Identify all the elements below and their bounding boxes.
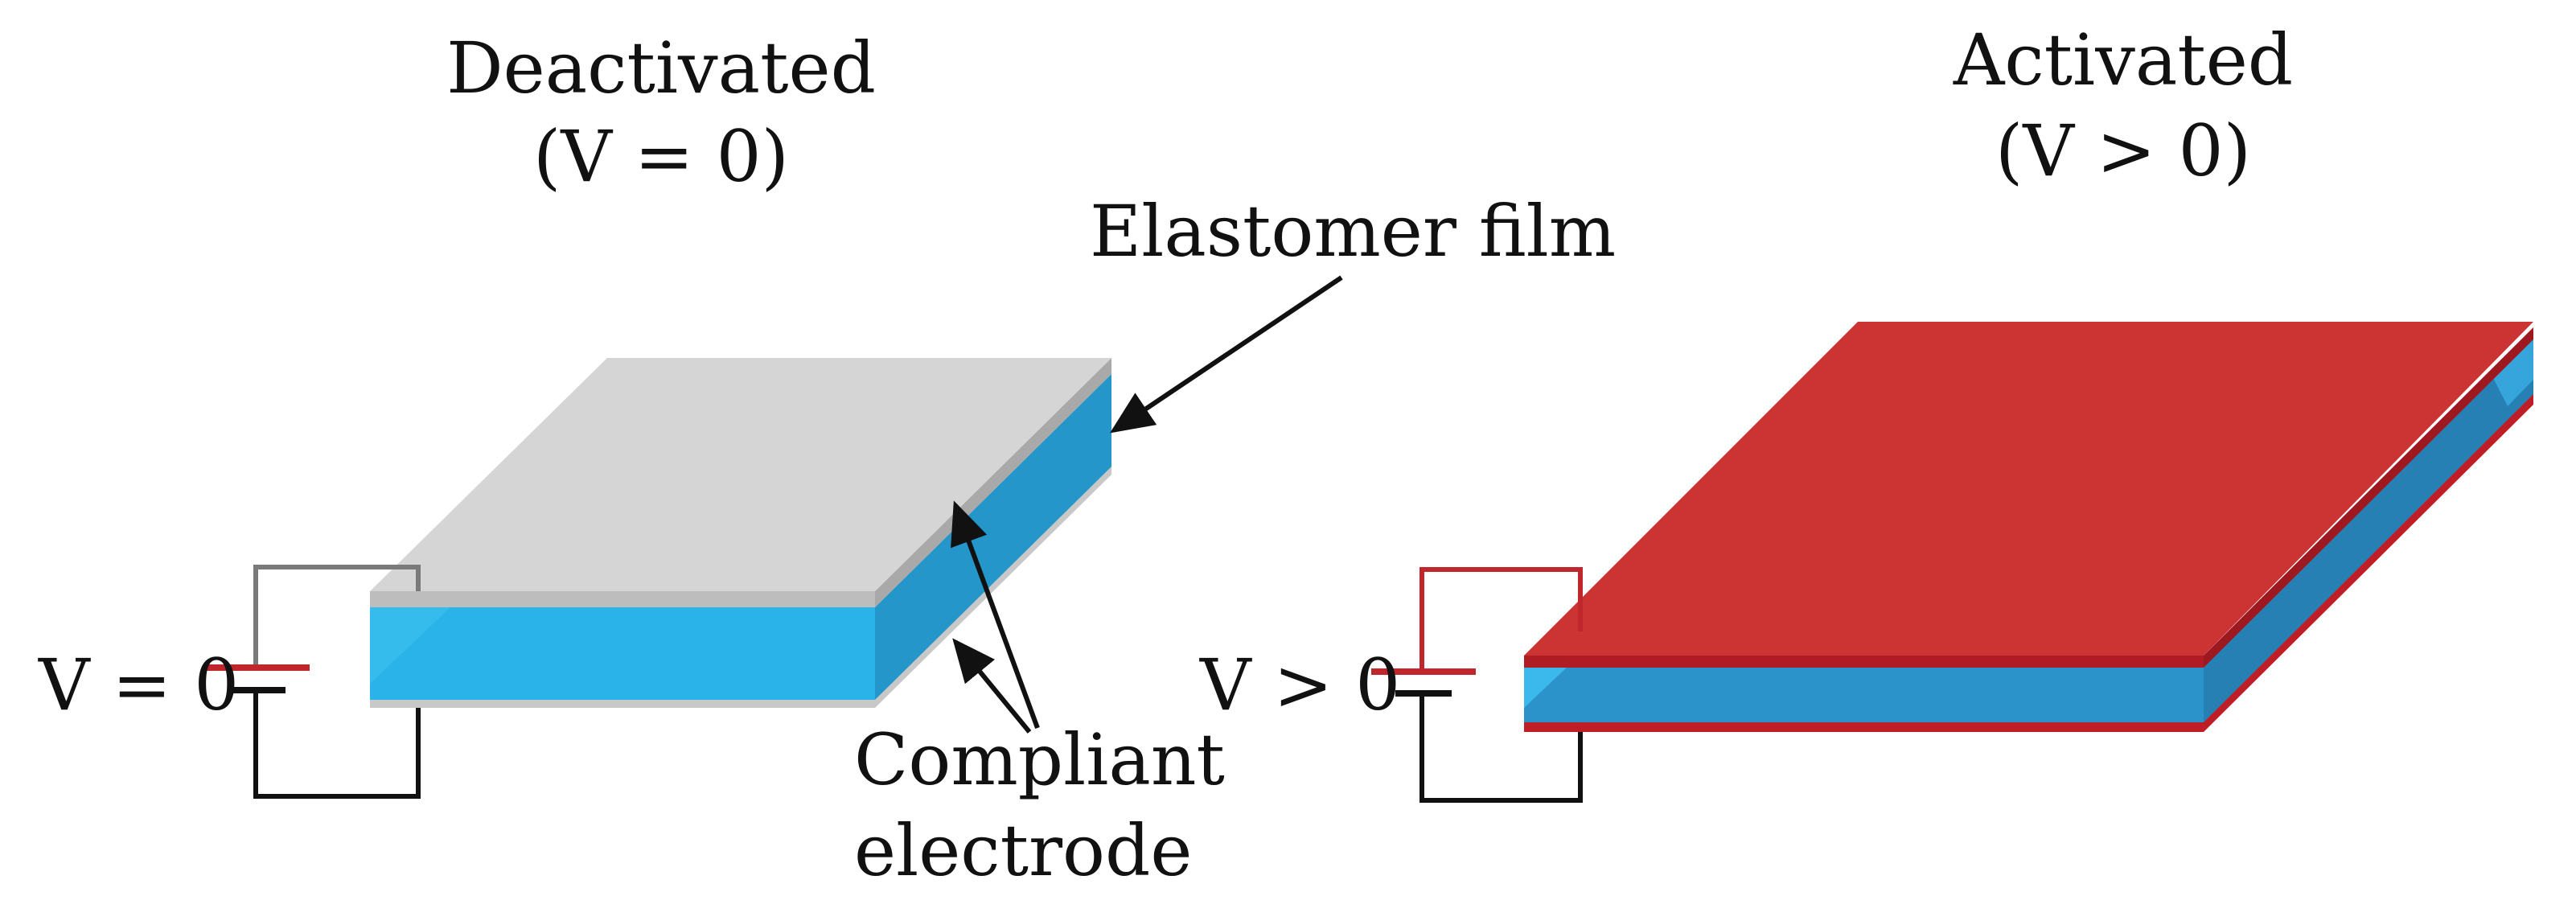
top-wire-activated bbox=[1419, 567, 1583, 672]
top-wire-deactivated bbox=[253, 565, 421, 668]
top-electrode-surface bbox=[370, 358, 1111, 591]
activated-panel: Activated (V > 0) V > 0 bbox=[1199, 19, 2533, 803]
deactivated-condition: (V = 0) bbox=[533, 115, 789, 198]
deactivated-panel: Deactivated (V = 0) V = 0 bbox=[38, 27, 1111, 799]
film-front-shading-activated bbox=[1524, 666, 1568, 708]
film-side-face bbox=[875, 374, 1111, 700]
film-front-face bbox=[370, 607, 875, 700]
compliant-electrode-label-line2: electrode bbox=[854, 809, 1192, 892]
deactivated-voltage-label: V = 0 bbox=[38, 643, 239, 726]
activated-title: Activated bbox=[1953, 19, 2293, 101]
film-front-face-activated bbox=[1524, 666, 2204, 722]
activated-voltage-label: V > 0 bbox=[1199, 643, 1400, 726]
activated-circuit bbox=[1371, 567, 1583, 803]
deactivated-title: Deactivated bbox=[446, 27, 876, 109]
top-electrode-edge-side-activated bbox=[2204, 327, 2533, 668]
compliant-electrode-arrow-top bbox=[951, 500, 1040, 730]
bottom-wire-activated bbox=[1419, 693, 1583, 803]
bottom-electrode-activated bbox=[1524, 392, 2533, 732]
top-electrode-edge-side bbox=[875, 358, 1111, 607]
deactivated-actuator bbox=[370, 358, 1111, 708]
bottom-wire-deactivated bbox=[253, 690, 421, 799]
elastomer-film-label: Elastomer film bbox=[1090, 190, 1616, 273]
activated-condition: (V > 0) bbox=[1995, 109, 2251, 192]
film-front-shading bbox=[370, 607, 450, 684]
top-electrode-edge-front-activated bbox=[1524, 656, 2204, 668]
top-electrode-edge-front bbox=[370, 591, 875, 607]
film-side-face-activated bbox=[2204, 338, 2533, 722]
annotations: Elastomer film Compliant electrode bbox=[854, 190, 1616, 892]
elastomer-film-arrow bbox=[1110, 275, 1343, 434]
film-side-highlight-activated bbox=[2493, 338, 2533, 406]
compliant-electrode-arrow-bottom bbox=[952, 638, 1032, 734]
compliant-electrode-label-line1: Compliant bbox=[854, 718, 1225, 801]
activated-actuator bbox=[1524, 322, 2533, 732]
deactivated-circuit bbox=[205, 565, 421, 799]
top-electrode-surface-activated bbox=[1524, 322, 2533, 656]
